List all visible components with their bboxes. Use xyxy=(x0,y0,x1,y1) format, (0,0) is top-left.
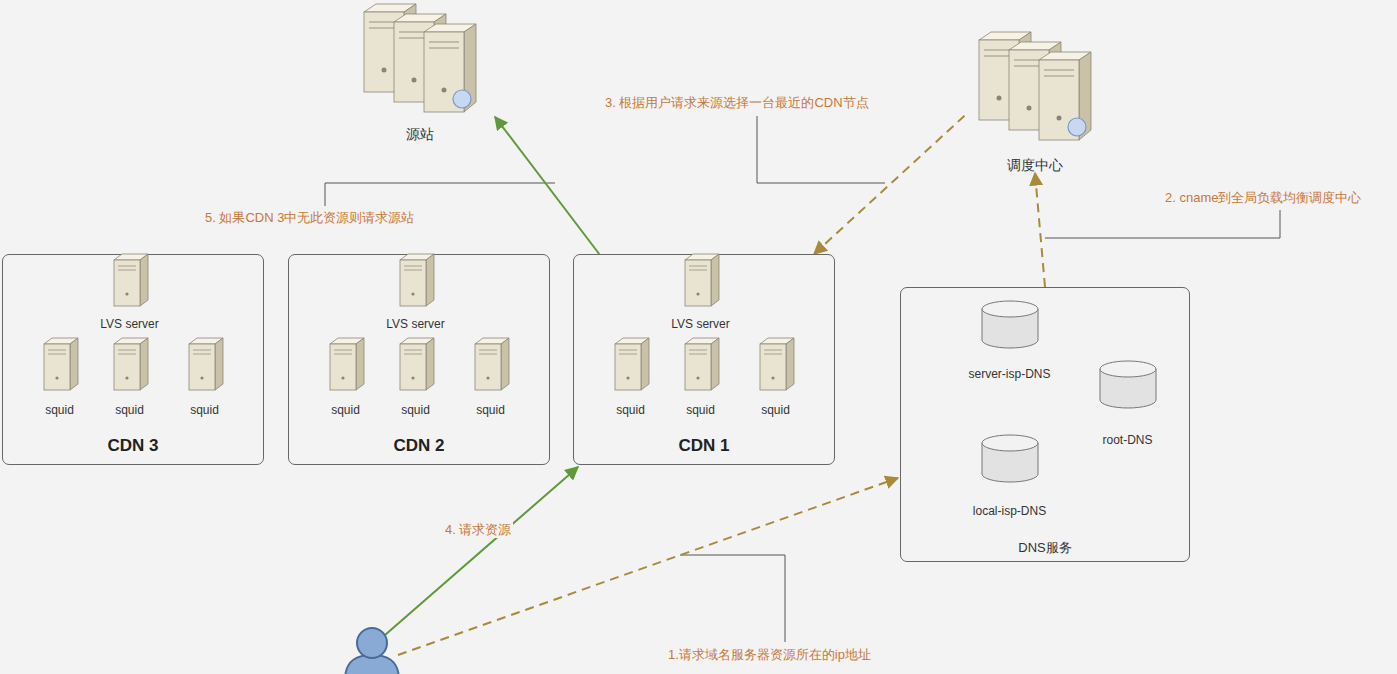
dispatch-center: 调度中心 xyxy=(960,30,1110,173)
leader-line xyxy=(1045,210,1280,238)
origin-server: 源站 xyxy=(345,2,495,142)
squid-server: squid xyxy=(98,336,162,418)
cdn-cluster: CDN 3 LVS server squid squid squid xyxy=(2,254,264,465)
node-label: CDN 2 xyxy=(393,436,444,456)
server-group-icon xyxy=(360,2,480,117)
node-label: local-isp-DNS xyxy=(973,504,1046,519)
icon xyxy=(980,300,1040,354)
lvs-server: LVS server xyxy=(656,252,746,332)
leader-line xyxy=(680,555,785,642)
node-label: DNS服务 xyxy=(1018,540,1071,555)
dns-service: DNS服务 server-isp-DNS root-DNS local-isp-DNS xyxy=(900,287,1190,562)
node-label: CDN 3 xyxy=(107,436,158,456)
server-icon xyxy=(611,336,651,392)
server-icon xyxy=(681,336,721,392)
server-icon xyxy=(471,336,511,392)
lvs-server: LVS server xyxy=(85,252,175,332)
dns-server: root-DNS xyxy=(1078,360,1178,448)
squid-server: squid xyxy=(173,336,237,418)
step-note: 4. 请求资源 xyxy=(443,522,513,538)
icon xyxy=(396,336,436,396)
server-icon xyxy=(110,252,150,308)
icon xyxy=(326,336,366,396)
lvs-server: LVS server xyxy=(371,252,461,332)
node-label: squid xyxy=(476,403,505,418)
squid-server: squid xyxy=(459,336,523,418)
database-icon xyxy=(1098,360,1158,410)
user-figure xyxy=(345,628,399,674)
icon xyxy=(1098,360,1158,414)
database-icon xyxy=(980,300,1040,350)
node-label: CDN 1 xyxy=(678,436,729,456)
node-label: 调度中心 xyxy=(1007,158,1063,173)
squid-server: squid xyxy=(28,336,92,418)
dns-server: server-isp-DNS xyxy=(950,300,1070,382)
squid-server: squid xyxy=(599,336,663,418)
step-note: 2. cname到全局负载均衡调度中心 xyxy=(1163,190,1363,206)
step-note: 3. 根据用户请求来源选择一台最近的CDN节点 xyxy=(603,95,871,111)
squid-server: squid xyxy=(384,336,448,418)
server-icon xyxy=(396,336,436,392)
icon xyxy=(471,336,511,396)
node-label: squid xyxy=(686,403,715,418)
node-label: squid xyxy=(401,403,430,418)
squid-server: squid xyxy=(669,336,733,418)
icon xyxy=(611,336,651,396)
server-icon xyxy=(40,336,80,392)
icon xyxy=(980,434,1040,488)
dispatch-arrow xyxy=(1035,173,1045,287)
cdn-cluster: CDN 2 LVS server squid squid squid xyxy=(288,254,550,465)
request-arrow xyxy=(385,467,578,635)
squid-server: squid xyxy=(744,336,808,418)
cdn-cluster: CDN 1 LVS server squid squid squid xyxy=(573,254,835,465)
leader-line xyxy=(757,116,885,183)
icon xyxy=(360,2,480,121)
node-label: root-DNS xyxy=(1102,433,1152,448)
icon xyxy=(40,336,80,396)
node-label: squid xyxy=(190,403,219,418)
server-icon xyxy=(756,336,796,392)
dispatch-arrow xyxy=(814,116,964,254)
dns-request-arrow xyxy=(398,478,898,655)
icon xyxy=(975,30,1095,149)
node-label: squid xyxy=(45,403,74,418)
step-note: 5. 如果CDN 3中无此资源则请求源站 xyxy=(203,210,416,226)
server-icon xyxy=(185,336,225,392)
server-group-icon xyxy=(975,30,1095,145)
icon xyxy=(185,336,225,396)
node-label: LVS server xyxy=(100,317,158,332)
server-icon xyxy=(326,336,366,392)
icon xyxy=(681,252,721,312)
icon xyxy=(756,336,796,396)
node-label: squid xyxy=(761,403,790,418)
squid-server: squid xyxy=(314,336,378,418)
node-label: squid xyxy=(331,403,360,418)
node-label: squid xyxy=(616,403,645,418)
leader-line xyxy=(325,183,555,206)
node-label: server-isp-DNS xyxy=(968,367,1050,382)
server-icon xyxy=(396,252,436,308)
icon xyxy=(396,252,436,312)
dns-server: local-isp-DNS xyxy=(950,434,1070,519)
server-icon xyxy=(110,336,150,392)
node-label: squid xyxy=(115,403,144,418)
icon xyxy=(110,252,150,312)
node-label: 源站 xyxy=(406,127,434,142)
node-label: LVS server xyxy=(671,317,729,332)
database-icon xyxy=(980,434,1040,484)
node-label: LVS server xyxy=(386,317,444,332)
icon xyxy=(681,336,721,396)
server-icon xyxy=(681,252,721,308)
icon xyxy=(110,336,150,396)
request-arrow xyxy=(495,117,599,254)
step-note: 1.请求域名服务器资源所在的ip地址 xyxy=(666,647,873,663)
